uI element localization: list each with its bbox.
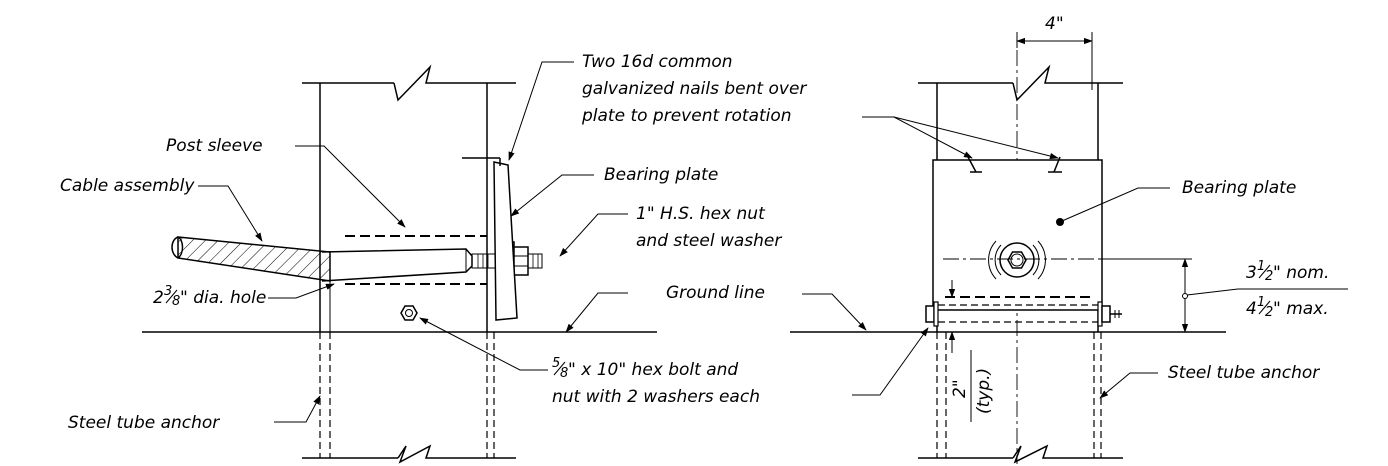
steel-tube-anchor-front	[918, 332, 1123, 464]
dim-nominal-denominator: 2	[1265, 269, 1273, 284]
dim-2in-label: 2" (typ.)	[950, 350, 994, 422]
leaders-front	[802, 116, 1170, 399]
nails-label-line3: plate to prevent rotation	[581, 106, 792, 126]
steel-tube-label-left: Steel tube anchor	[68, 413, 220, 433]
bearing-plate-label-side: Bearing plate	[604, 165, 718, 185]
ground-line-label: Ground line	[666, 283, 765, 303]
nails-label-line1: Two 16d common	[582, 52, 733, 72]
nails	[967, 156, 1062, 173]
front-view	[790, 50, 1226, 464]
hole-label-suffix: " dia. hole	[180, 288, 266, 308]
leaders-side	[198, 61, 628, 423]
hole-label: 2 3 8 " dia. hole	[153, 284, 266, 309]
dim-max-numerator: 1	[1257, 295, 1265, 310]
dim-nominal-suffix: " nom.	[1273, 263, 1329, 283]
wood-post-side	[302, 64, 516, 332]
hex-bolt-label: 5 8 " x 10" hex bolt and nut with 2 wash…	[552, 356, 760, 407]
post-sleeve-label: Post sleeve	[166, 136, 263, 156]
dim-nominal-numerator: 1	[1257, 259, 1265, 274]
dimensions	[948, 32, 1348, 353]
hex-nut-front	[988, 240, 1046, 280]
bearing-plate-label-front: Bearing plate	[1182, 178, 1296, 198]
dim-max-denominator: 2	[1265, 305, 1273, 320]
hex-bolt-front	[925, 301, 1122, 327]
bolt-label-denominator: 8	[560, 366, 568, 381]
nails-label-line2: galvanized nails bent over	[582, 79, 807, 99]
dim-width-label: 4"	[1045, 14, 1064, 34]
bearing-plate-front	[932, 159, 1103, 311]
hole-label-numerator: 3	[164, 284, 172, 299]
dim-typ-note: (typ.)	[974, 368, 994, 414]
dim-max-whole: 4	[1246, 299, 1257, 319]
hole-label-whole: 2	[153, 288, 164, 308]
steel-tube-label-right: Steel tube anchor	[1168, 363, 1320, 383]
dim-height-max-label: 4 1 2 " max.	[1246, 295, 1329, 320]
dim-height-nominal-label: 3 1 2 " nom.	[1246, 259, 1329, 284]
bolt-label-line2: nut with 2 washers each	[552, 387, 760, 407]
hex-bolt-side	[400, 305, 418, 321]
bolt-label-line1: " x 10" hex bolt and	[568, 360, 738, 380]
dim-max-suffix: " max.	[1273, 299, 1329, 319]
steel-tube-anchor-side	[302, 332, 516, 464]
bearing-plate-side	[462, 157, 518, 321]
bolt-label-numerator: 5	[552, 356, 560, 371]
dim-nominal-whole: 3	[1246, 263, 1257, 283]
hex-nut-label-line2: and steel washer	[636, 231, 782, 251]
cable-assembly-label: Cable assembly	[60, 176, 195, 196]
dim-2in-value: 2"	[950, 379, 970, 398]
hole-label-denominator: 8	[172, 294, 180, 309]
hex-nut-label-line1: 1" H.S. hex nut	[636, 204, 766, 224]
side-view	[142, 64, 657, 464]
cable-assembly	[171, 236, 543, 282]
